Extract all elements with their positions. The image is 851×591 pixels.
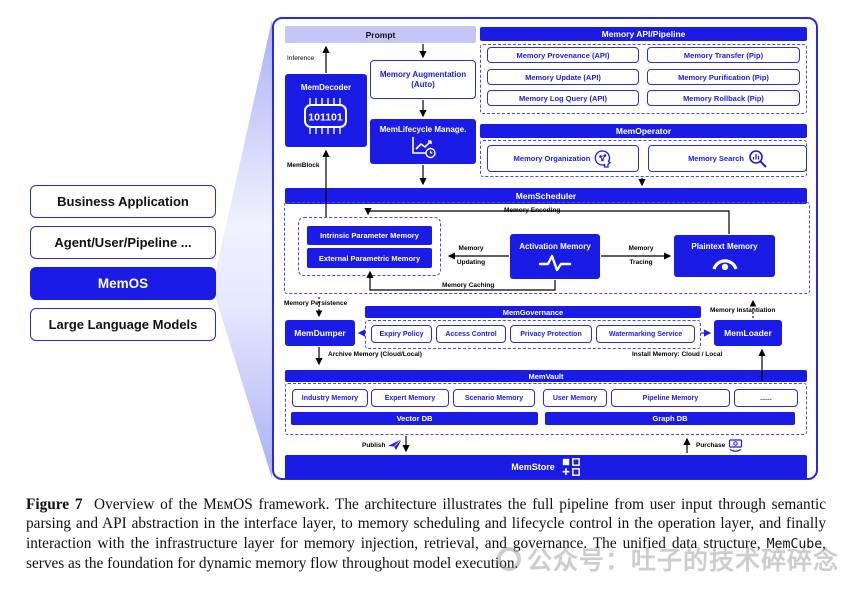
vector-db-bar: Vector DB <box>291 412 538 425</box>
memory-augmentation-box: Memory Augmentation (Auto) <box>370 60 476 99</box>
memory-organization-label: Memory Organization <box>513 154 591 163</box>
memory-search-label: Memory Search <box>688 154 744 163</box>
memvault-header: MemVault <box>285 370 807 382</box>
memory-persistence-label: Memory Persistence <box>282 300 350 307</box>
plaintext-memory-box: Plaintext Memory <box>674 235 775 277</box>
paper-plane-icon <box>388 439 403 450</box>
figure-caption: Figure 7 Overview of the MᴇᴍOS framework… <box>26 495 826 574</box>
memblock-label: MemBlock <box>287 162 320 169</box>
stack-item-agent-user-pipeline: Agent/User/Pipeline ... <box>30 226 216 259</box>
activation-memory-box: Activation Memory <box>510 234 600 279</box>
caption-part1: Overview of the <box>94 496 204 513</box>
memscheduler-container <box>284 202 810 294</box>
memory-augmentation-label: Memory Augmentation <box>379 70 467 79</box>
memdumper-box: MemDumper <box>285 320 355 346</box>
plaintext-memory-label: Plaintext Memory <box>691 242 758 251</box>
user-memory-box: User Memory <box>543 389 607 407</box>
lifecycle-box: MemLifecycle Manage. <box>370 119 476 164</box>
pipeline-memory-box: Pipeline Memory <box>611 389 730 407</box>
memory-updating-line1: Memory <box>458 245 484 252</box>
publish-text: Publish <box>362 441 386 449</box>
api-memory-transfer: Memory Transfer (Pip) <box>647 47 800 63</box>
memory-encoding-label: Memory Encoding <box>502 207 563 214</box>
stack-item-business-application: Business Application <box>30 185 216 218</box>
memory-tracing-line2: Tracing <box>629 258 653 266</box>
industry-memory-box: Industry Memory <box>292 389 368 407</box>
watermarking-service-box: Watermarking Service <box>596 325 695 343</box>
prompt-bar: Prompt <box>285 26 476 43</box>
purchase-text: Purchase <box>696 442 726 449</box>
memdecoder-box: MemDecoder 101101 <box>285 74 367 147</box>
purchase-label: Purchase <box>694 439 745 452</box>
memos-architecture-panel: Prompt Inference MemDecoder 101101 MemBl… <box>272 17 818 480</box>
inference-label: Inference <box>287 55 315 62</box>
stack-item-memos: MemOS <box>30 267 216 300</box>
expert-memory-box: Expert Memory <box>371 389 449 407</box>
api-memory-rollback: Memory Rollback (Pip) <box>647 90 800 106</box>
api-memory-update: Memory Update (API) <box>487 69 639 85</box>
memgovernance-header: MemGovernance <box>365 306 701 318</box>
memory-updating-label: Memory Updating <box>444 245 498 267</box>
api-memory-purification: Memory Purification (Pip) <box>647 69 800 85</box>
chart-clock-icon <box>412 136 436 158</box>
api-pipeline-header: Memory API/Pipeline <box>480 27 807 41</box>
memstore-label: MemStore <box>511 462 555 472</box>
caption-memcube: MemCube <box>766 536 823 552</box>
memory-caching-label: Memory Caching <box>440 282 497 289</box>
head-network-icon <box>595 149 612 168</box>
memory-tracing-label: Memory Tracing <box>614 245 668 267</box>
caption-part3: , serves as the foundation for dynamic m… <box>26 534 826 573</box>
pulse-waveform-icon <box>538 254 572 271</box>
access-control-box: Access Control <box>436 325 506 343</box>
chip-icon: 101101 <box>304 98 347 134</box>
scenario-memory-box: Scenario Memory <box>453 389 535 407</box>
memoperator-header: MemOperator <box>480 124 807 138</box>
chip-text: 101101 <box>308 112 343 124</box>
figure-number: Figure 7 <box>26 496 83 513</box>
magnifier-bars-icon <box>749 150 767 168</box>
memory-updating-line2: Updating <box>456 258 486 266</box>
more-memory-box: ...... <box>734 389 798 407</box>
lifecycle-label: MemLifecycle Manage. <box>379 124 467 134</box>
caption-part2: framework. The architecture illustrates … <box>26 496 826 552</box>
external-parametric-memory: External Parametric Memory <box>307 248 432 268</box>
hand-money-icon <box>729 439 743 452</box>
publish-label: Publish <box>360 439 404 451</box>
arc-dot-icon <box>711 259 738 270</box>
grid-plus-icon <box>562 458 580 476</box>
memory-organization-box: Memory Organization <box>487 145 639 172</box>
archive-memory-label: Archive Memory (Cloud/Local) <box>326 351 424 358</box>
activation-memory-label: Activation Memory <box>519 241 591 251</box>
caption-memos: MᴇᴍOS <box>203 496 253 513</box>
graph-db-bar: Graph DB <box>545 412 795 425</box>
install-memory-label: Install Memory: Cloud / Local <box>630 351 725 358</box>
stack-item-llm: Large Language Models <box>30 308 216 341</box>
memory-instantiation-label: Memory Instantiation <box>708 307 778 314</box>
memdecoder-label: MemDecoder <box>300 83 352 92</box>
api-memory-provenance: Memory Provenance (API) <box>487 47 639 63</box>
memscheduler-header: MemScheduler <box>285 188 807 204</box>
memory-augmentation-sub: (Auto) <box>411 80 435 89</box>
memstore-bar: MemStore <box>285 455 807 479</box>
memory-tracing-line1: Memory <box>628 245 654 252</box>
memloader-box: MemLoader <box>714 320 782 346</box>
intrinsic-parameter-memory: Intrinsic Parameter Memory <box>307 226 432 245</box>
expiry-policy-box: Expiry Policy <box>371 325 432 343</box>
memory-search-box: Memory Search <box>648 145 807 172</box>
api-memory-log-query: Memory Log Query (API) <box>487 90 639 106</box>
privacy-protection-box: Privacy Protection <box>510 325 592 343</box>
